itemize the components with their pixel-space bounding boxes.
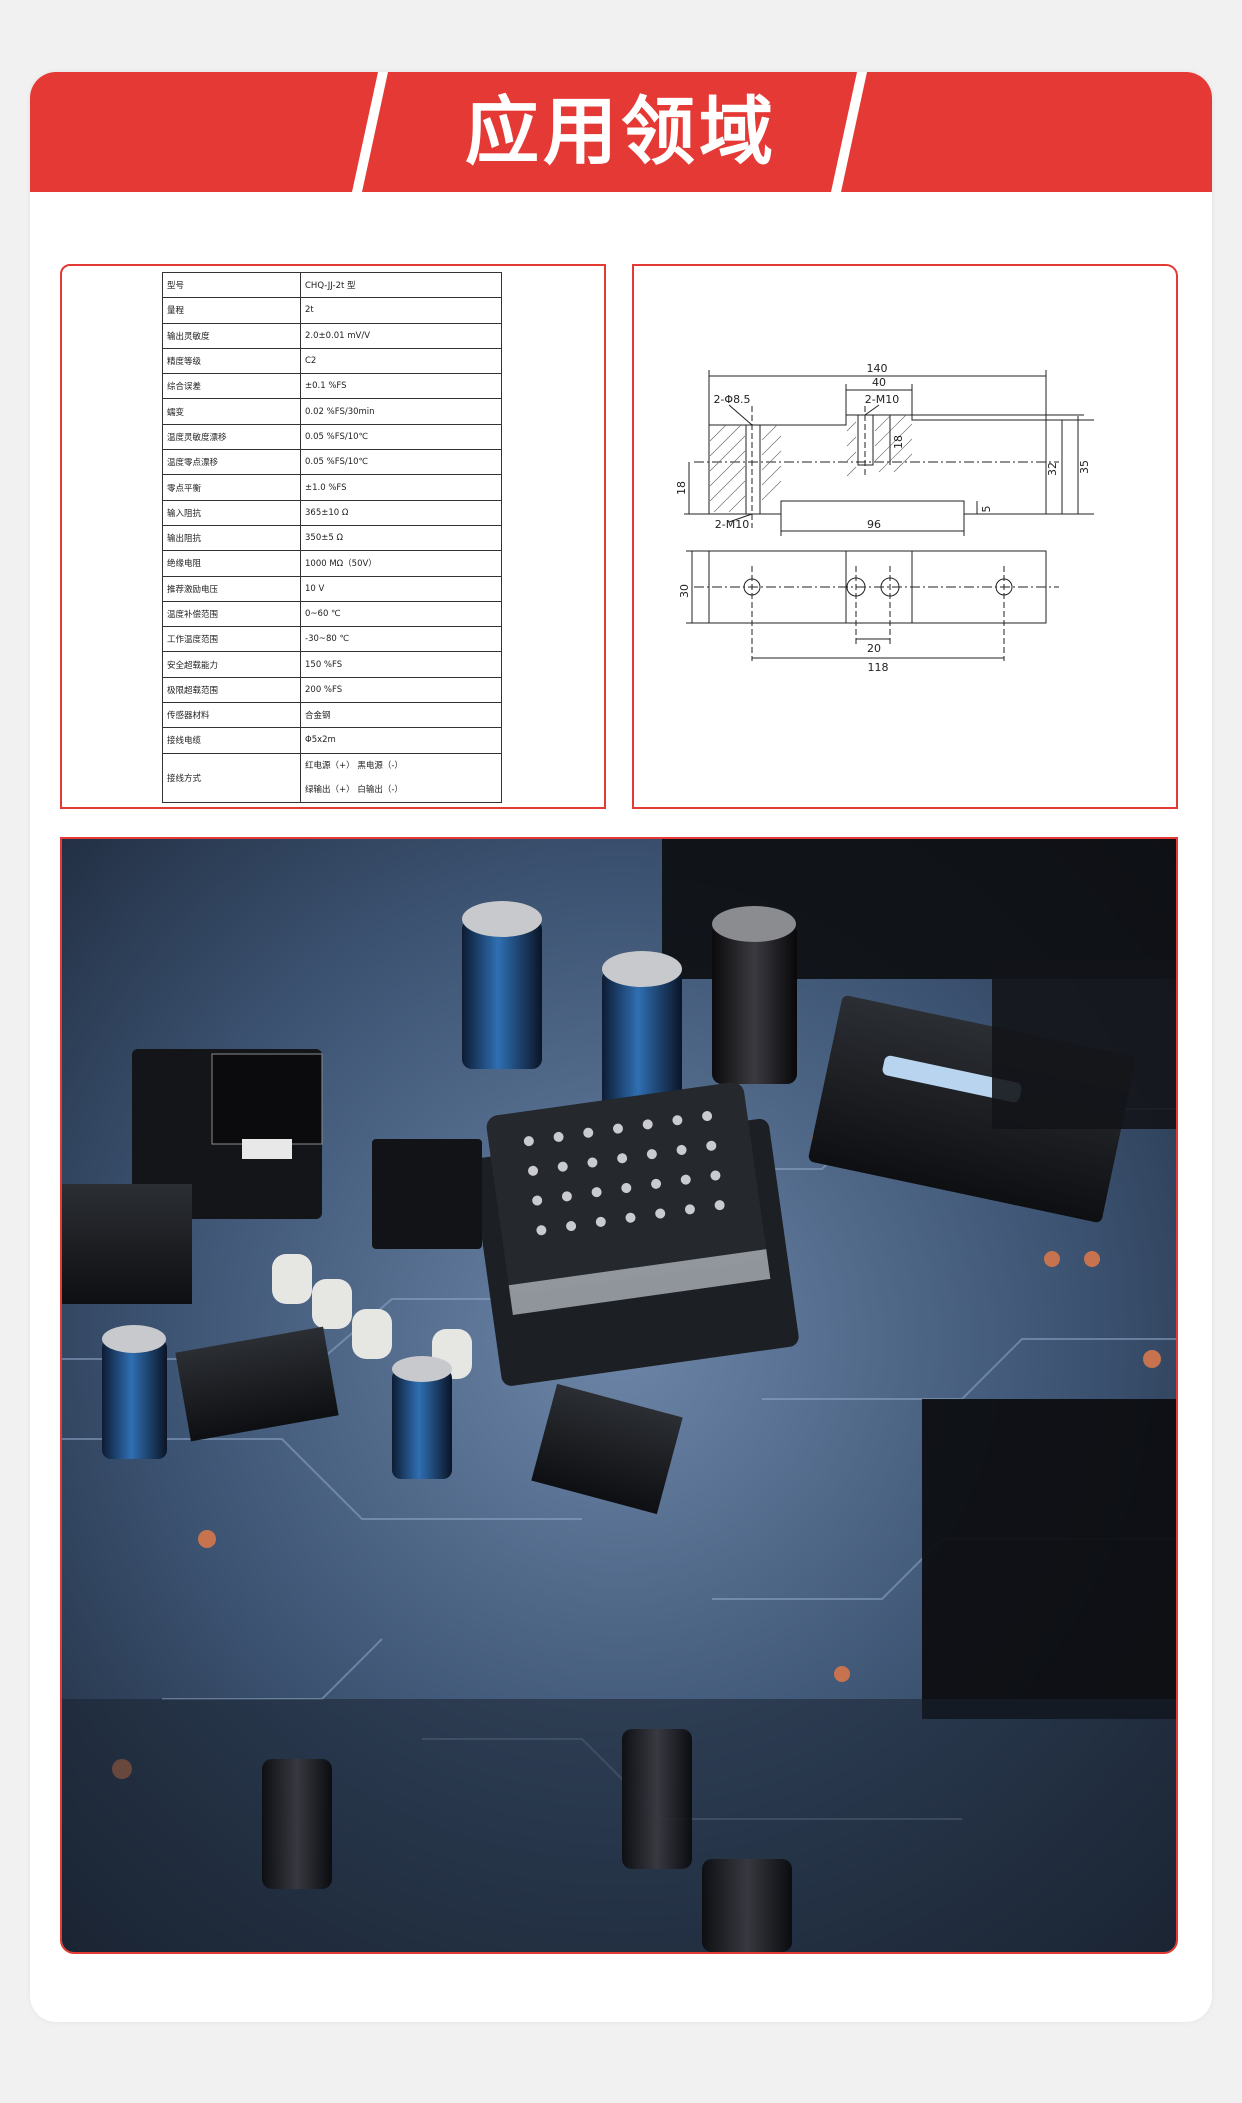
- section-header: 应用领域: [30, 72, 1212, 192]
- spec-value: 2.0±0.01 mV/V: [300, 322, 502, 349]
- svg-text:140: 140: [867, 362, 888, 375]
- svg-text:96: 96: [867, 518, 881, 531]
- spec-label: 量程: [162, 297, 301, 324]
- circuit-board-photo: [60, 837, 1178, 1954]
- dimension-drawing: 140 40 2-Φ8.5 2-M10 18 32 35 18 5 2-M10 …: [675, 362, 1094, 674]
- spec-row-wiring: 接线方式红电源（+） 黑电源（-） 绿输出（+） 白输出（-）: [162, 752, 502, 803]
- spec-label: 接线方式: [162, 752, 301, 803]
- spec-label: 绝缘电阻: [162, 550, 301, 577]
- spec-label: 输出阻抗: [162, 524, 301, 552]
- spec-value: 350±5 Ω: [300, 524, 502, 552]
- spec-value: CHQ-JJ-2t 型: [300, 271, 502, 299]
- spec-value: C2: [300, 347, 502, 375]
- spec-row: 工作温度范围-30~80 ℃: [162, 626, 502, 653]
- svg-text:40: 40: [872, 376, 886, 389]
- svg-text:32: 32: [1046, 462, 1059, 476]
- spec-row: 零点平衡±1.0 %FS: [162, 474, 502, 501]
- spec-label: 输出灵敏度: [162, 322, 301, 349]
- spec-value: 10 V: [300, 575, 502, 602]
- svg-text:118: 118: [868, 661, 889, 674]
- svg-text:18: 18: [675, 481, 688, 495]
- spec-label: 精度等级: [162, 347, 301, 375]
- spec-label: 综合误差: [162, 373, 301, 400]
- spec-label: 推荐激励电压: [162, 575, 301, 602]
- spec-label: 工作温度范围: [162, 626, 301, 653]
- spec-label: 传感器材料: [162, 702, 301, 729]
- spec-label: 温度灵敏度漂移: [162, 423, 301, 451]
- spec-label: 温度补偿范围: [162, 600, 301, 628]
- side-hole-mid: [857, 414, 874, 466]
- section-title: 应用领域: [465, 89, 777, 175]
- spec-label: 蠕变: [162, 398, 301, 425]
- spec-label: 温度零点漂移: [162, 449, 301, 476]
- spec-value: 200 %FS: [300, 676, 502, 704]
- spec-value: Φ5x2m: [300, 727, 502, 754]
- svg-text:5: 5: [980, 506, 993, 513]
- svg-text:20: 20: [867, 642, 881, 655]
- spec-row: 综合误差±0.1 %FS: [162, 373, 502, 400]
- side-hole-left: [745, 424, 761, 515]
- spec-value: 1000 MΩ（50V）: [300, 550, 502, 577]
- svg-text:2-Φ8.5: 2-Φ8.5: [713, 393, 750, 406]
- spec-value: ±1.0 %FS: [300, 474, 502, 501]
- spec-label: 输入阻抗: [162, 499, 301, 526]
- spec-value: 365±10 Ω: [300, 499, 502, 526]
- spec-value: 2t: [300, 297, 502, 324]
- spec-label: 零点平衡: [162, 474, 301, 501]
- svg-text:30: 30: [678, 584, 691, 598]
- spec-label: 型号: [162, 271, 301, 299]
- circuit-board-illustration: [62, 839, 1176, 1952]
- spec-label: 接线电缆: [162, 727, 301, 754]
- dimension-drawing-panel: 140 40 2-Φ8.5 2-M10 18 32 35 18 5 2-M10 …: [632, 264, 1178, 809]
- spec-label: 安全超载能力: [162, 651, 301, 678]
- spec-value: 0.05 %FS/10℃: [300, 449, 502, 476]
- spec-value: 合金钢: [300, 702, 502, 729]
- spec-value: 150 %FS: [300, 651, 502, 678]
- section-hatching: [709, 414, 913, 513]
- spec-value: 0.05 %FS/10℃: [300, 423, 502, 451]
- spec-value: 0.02 %FS/30min: [300, 398, 502, 425]
- spec-value-wiring: 红电源（+） 黑电源（-） 绿输出（+） 白输出（-）: [300, 752, 502, 803]
- spec-label: 极限超载范围: [162, 676, 301, 704]
- wiring-line-2: 绿输出（+） 白输出（-）: [305, 784, 403, 795]
- svg-text:2-M10: 2-M10: [865, 393, 899, 406]
- spec-value: -30~80 ℃: [300, 626, 502, 653]
- spec-row: 传感器材料合金钢: [162, 702, 502, 729]
- svg-text:35: 35: [1078, 460, 1091, 474]
- spec-value: ±0.1 %FS: [300, 373, 502, 400]
- side-view-bottom-edge: [708, 425, 1047, 515]
- spec-value: 0~60 ℃: [300, 600, 502, 628]
- svg-text:2-M10: 2-M10: [715, 518, 749, 531]
- svg-text:18: 18: [892, 435, 905, 449]
- wiring-line-1: 红电源（+） 黑电源（-）: [305, 760, 403, 771]
- header-banner-shape: [30, 72, 1212, 192]
